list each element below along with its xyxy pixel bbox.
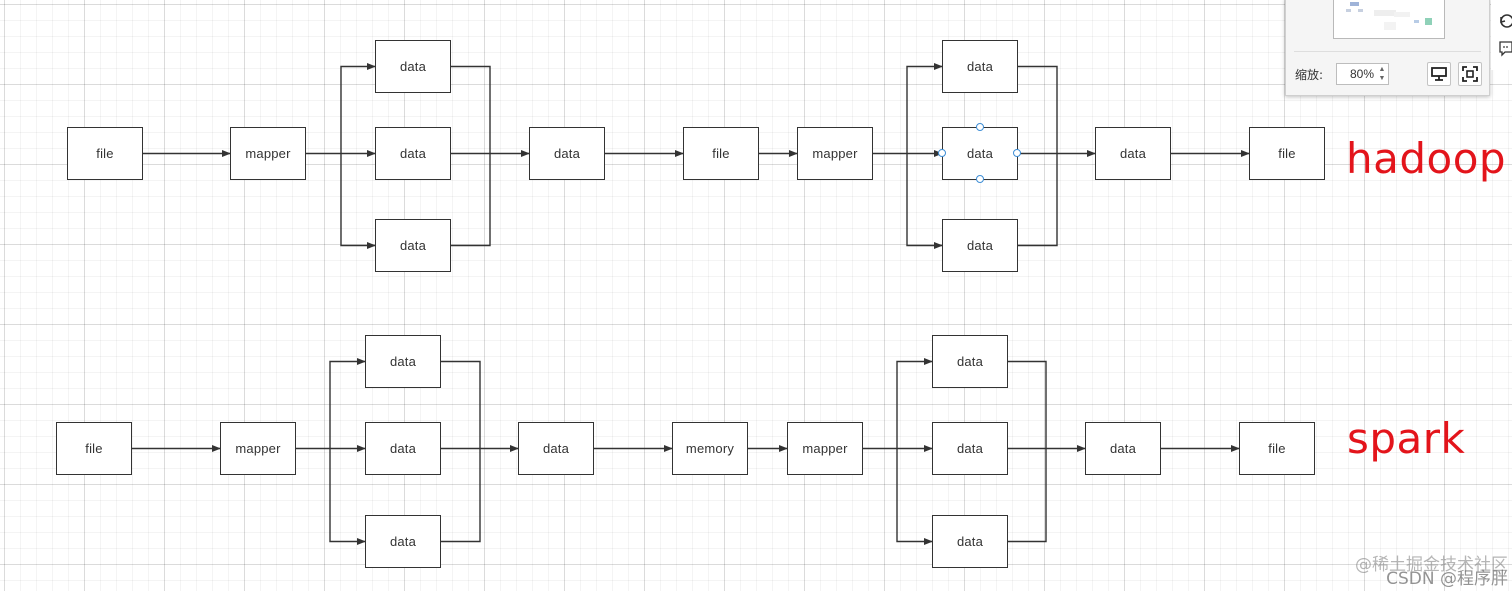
hadoop-label: hadoop (1346, 134, 1507, 183)
spark-data-node[interactable]: data (518, 422, 594, 475)
connector (1017, 153, 1058, 247)
watermark: @稀土掘金技术社区 CSDN @程序胖 (1333, 550, 1508, 589)
spark-mapper-node[interactable]: mapper (787, 422, 863, 475)
fit-page-icon (1431, 67, 1447, 81)
connector (1007, 448, 1047, 543)
spark-memory-node[interactable]: memory (672, 422, 748, 475)
connector (340, 153, 376, 250)
connection-handle-bottom[interactable] (976, 175, 984, 183)
connector (440, 448, 481, 543)
connector (1017, 65, 1058, 154)
hadoop-data-node[interactable]: data (375, 40, 451, 93)
history-icon[interactable] (1500, 14, 1512, 28)
connector (906, 62, 943, 154)
hadoop-data-node[interactable]: data (375, 127, 451, 180)
connector (896, 448, 933, 546)
hadoop-data-node[interactable]: data (1095, 127, 1171, 180)
connection-handle-top[interactable] (976, 123, 984, 131)
spark-mapper-node[interactable]: mapper (220, 422, 296, 475)
thumbnail-preview (1346, 2, 1432, 30)
hadoop-data-node[interactable]: data (942, 40, 1018, 93)
spark-file-node[interactable]: file (1239, 422, 1315, 475)
hadoop-file-node[interactable]: file (1249, 127, 1325, 180)
watermark-line-1: @稀土掘金技术社区 (1355, 555, 1508, 575)
zoom-down-icon[interactable]: ▼ (1378, 75, 1386, 82)
right-toolbar (1491, 0, 1512, 70)
hadoop-file-node[interactable]: file (683, 127, 759, 180)
zoom-value: 80% (1349, 67, 1374, 81)
connector (440, 360, 481, 449)
zoom-label: 缩放: (1295, 68, 1324, 82)
connector (329, 357, 366, 449)
spark-data-node[interactable]: data (932, 335, 1008, 388)
spark-data-node[interactable]: data (1085, 422, 1161, 475)
connector (340, 62, 376, 154)
connection-handle-right[interactable] (1013, 149, 1021, 157)
connector (450, 153, 491, 247)
spark-data-node[interactable]: data (365, 422, 441, 475)
hadoop-file-node[interactable]: file (67, 127, 143, 180)
connection-handle-left[interactable] (938, 149, 946, 157)
spark-file-node[interactable]: file (56, 422, 132, 475)
navigator-thumbnail[interactable] (1333, 0, 1445, 39)
right-toolbar-icons (1499, 14, 1512, 57)
spark-data-node[interactable]: data (932, 515, 1008, 568)
spark-data-node[interactable]: data (932, 422, 1008, 475)
comment-icon[interactable] (1499, 41, 1512, 57)
hadoop-data-node[interactable]: data (375, 219, 451, 272)
hadoop-mapper-node[interactable]: mapper (230, 127, 306, 180)
connector (1007, 360, 1047, 449)
hadoop-data-node[interactable]: data (942, 219, 1018, 272)
spark-data-node[interactable]: data (365, 335, 441, 388)
hadoop-mapper-node[interactable]: mapper (797, 127, 873, 180)
fit-page-button[interactable] (1427, 62, 1451, 86)
watermark-line-2: CSDN @程序胖 (1386, 569, 1508, 589)
spark-label: spark (1347, 414, 1466, 463)
spark-data-node[interactable]: data (365, 515, 441, 568)
hadoop-data-node[interactable]: data (529, 127, 605, 180)
navigator-panel: 缩放: 80% ▲ ▼ (1285, 0, 1490, 96)
connector (906, 153, 943, 250)
zoom-input[interactable]: 80% ▲ ▼ (1336, 63, 1389, 85)
fit-window-icon (1462, 66, 1478, 82)
connector (896, 357, 933, 449)
connector (450, 65, 491, 154)
panel-divider (1294, 51, 1481, 52)
connector (329, 448, 366, 546)
fit-window-button[interactable] (1458, 62, 1482, 86)
hadoop-data-node-selected[interactable]: data (942, 127, 1018, 180)
zoom-up-icon[interactable]: ▲ (1378, 66, 1386, 73)
